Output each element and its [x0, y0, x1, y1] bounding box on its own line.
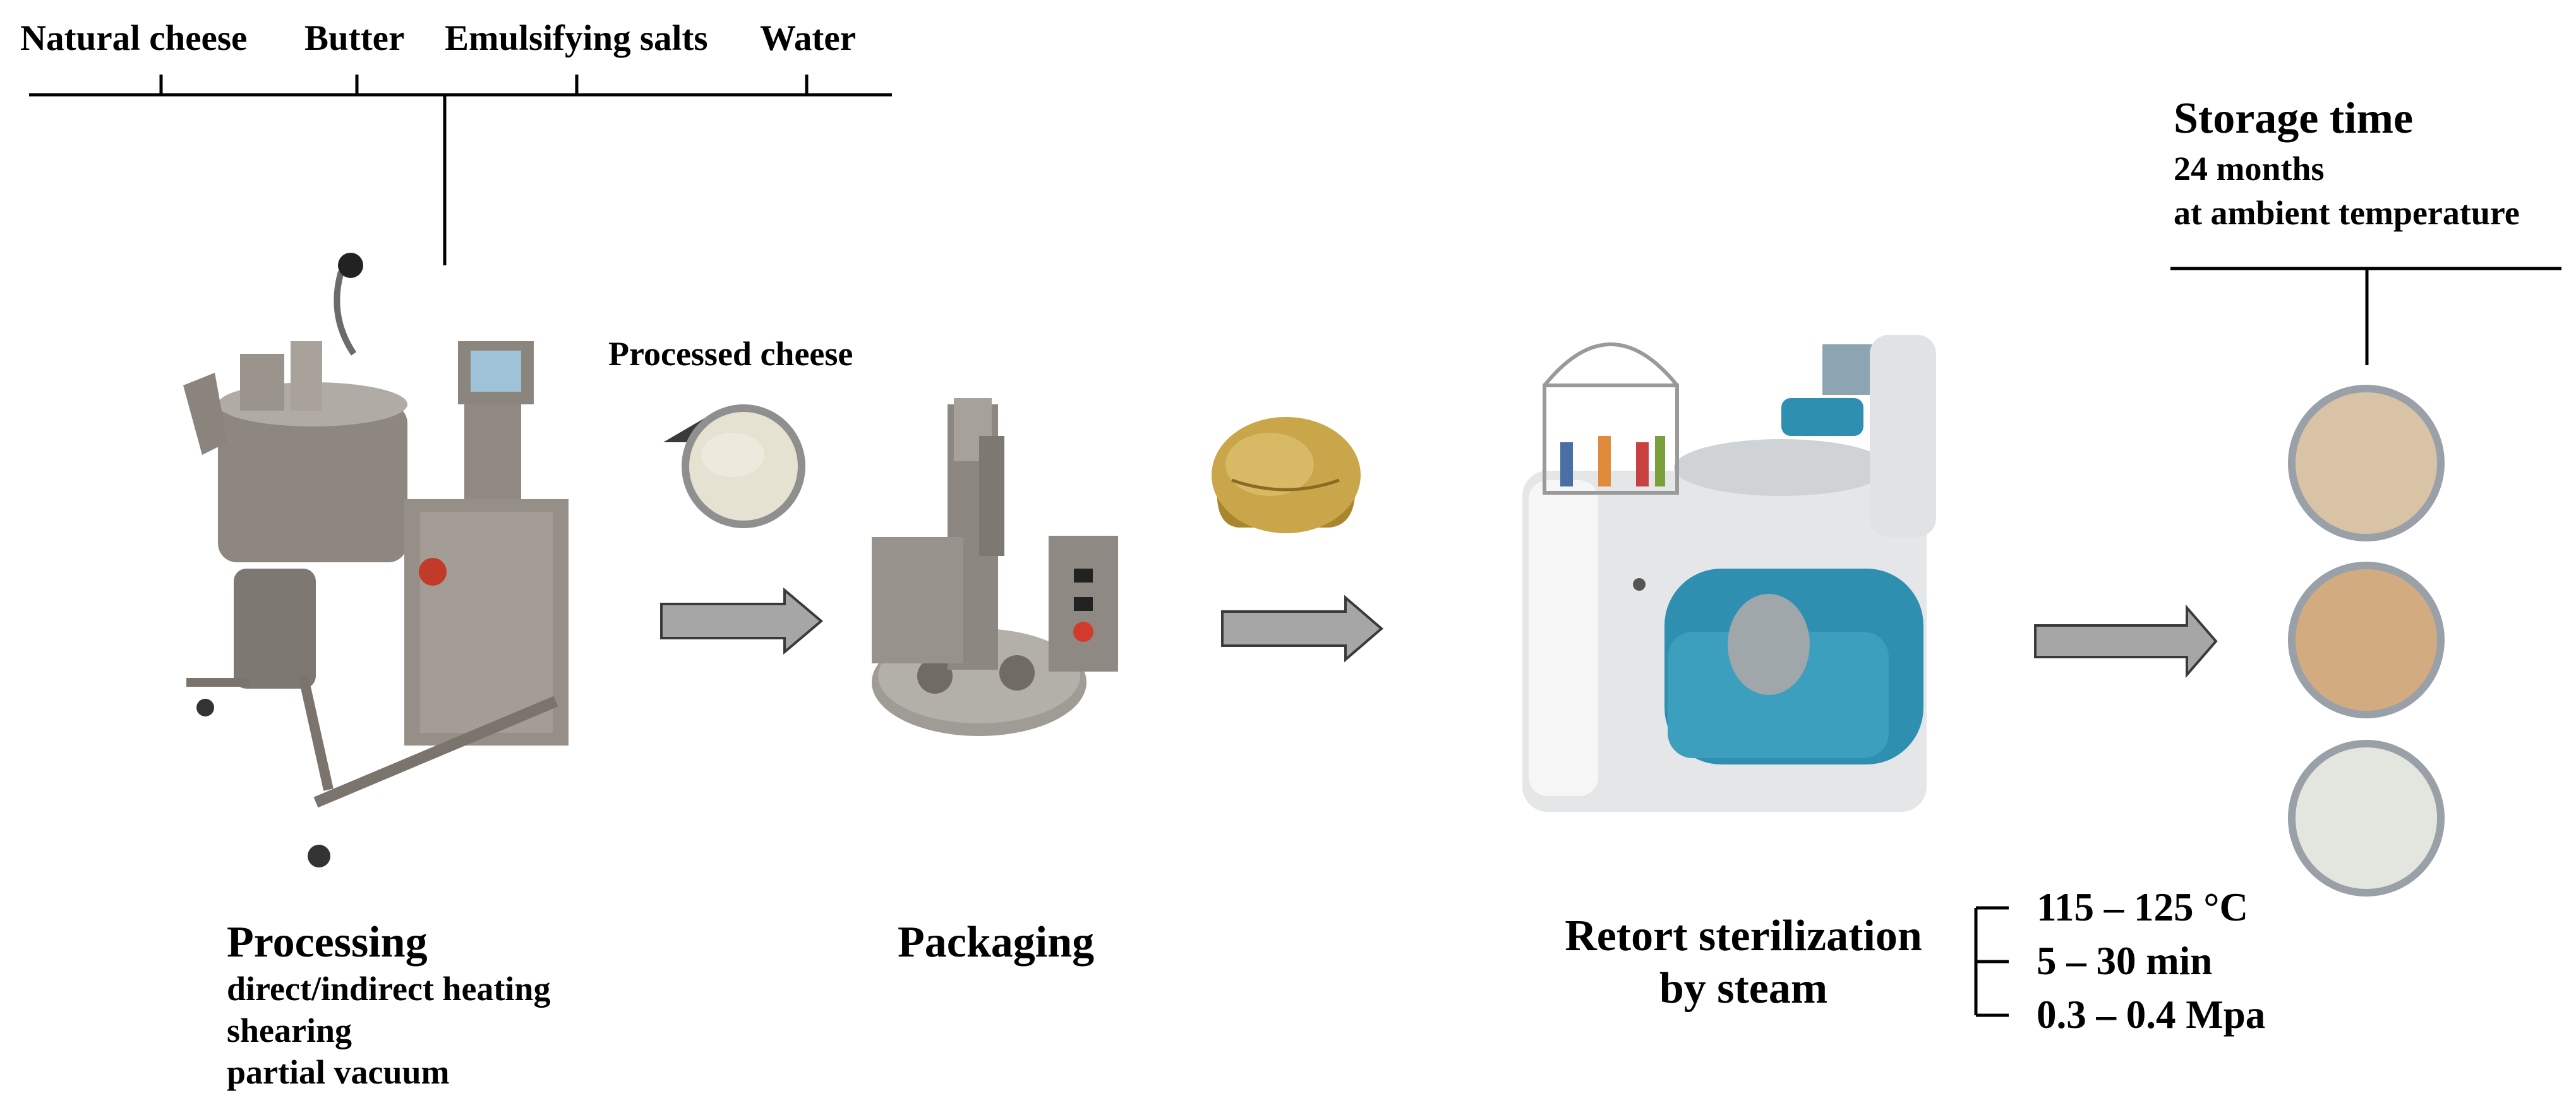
processing-detail-shearing: shearing [227, 1011, 352, 1049]
sealed-cheese-cup-icon [1212, 417, 1361, 533]
arrow-retort-to-storage [2034, 604, 2218, 679]
ingredient-emulsifying-salts: Emulsifying salts [445, 18, 708, 58]
ingredient-water: Water [760, 18, 856, 58]
arrow-packaging-to-retort [1221, 595, 1384, 663]
processing-detail-vacuum: partial vacuum [227, 1053, 450, 1091]
processing-detail-heating: direct/indirect heating [227, 970, 551, 1008]
step-packaging-title: Packaging [898, 918, 1095, 967]
ingredient-butter: Butter [304, 18, 405, 58]
storage-title: Storage time [2174, 94, 2414, 143]
autoclave-icon [1522, 335, 1936, 812]
stored-cheese-cup-2 [2288, 562, 2445, 718]
step-retort-title-line1: Retort sterilization [1565, 912, 1922, 960]
storage-connector-line [2170, 267, 2561, 365]
ingredient-natural-cheese: Natural cheese [20, 18, 248, 58]
step-processing-title: Processing [227, 918, 428, 967]
processed-cheese-cup-icon [663, 404, 805, 528]
conditions-bracket [1974, 906, 2009, 1017]
storage-duration: 24 months [2174, 150, 2325, 188]
condition-temperature: 115 – 125 °C [2037, 885, 2248, 929]
stored-cheese-cup-3 [2288, 740, 2445, 897]
arrow-processing-to-packaging [660, 587, 824, 655]
condition-pressure: 0.3 – 0.4 Mpa [2037, 993, 2266, 1037]
storage-condition: at ambient temperature [2174, 194, 2520, 232]
condition-time: 5 – 30 min [2037, 939, 2213, 983]
processed-cheese-label: Processed cheese [608, 335, 853, 373]
step-retort-title-line2: by steam [1659, 964, 1828, 1013]
cheese-cooker-machine-icon [183, 253, 569, 867]
cup-sealing-machine-icon [872, 398, 1118, 736]
ingredient-bus-line [29, 75, 892, 265]
stored-cheese-cup-1 [2288, 385, 2445, 541]
